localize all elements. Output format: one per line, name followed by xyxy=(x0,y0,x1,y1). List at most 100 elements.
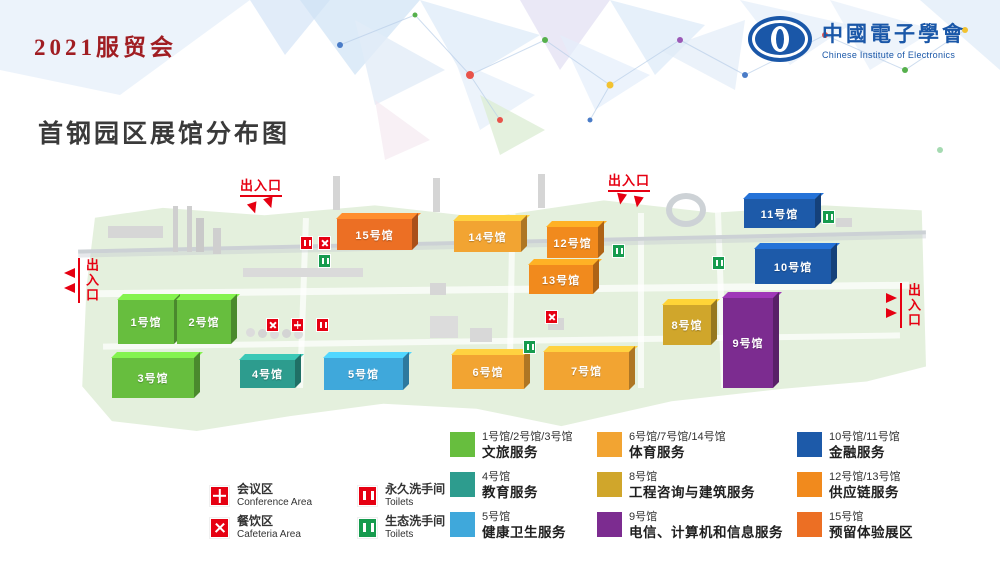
emblem-core xyxy=(771,26,789,52)
legend-halls: 5号馆 xyxy=(482,511,511,523)
legend-color-swatch xyxy=(797,432,822,457)
toilet-icon xyxy=(300,236,313,250)
facility-legend: 会议区 Conference Area 餐饮区 Cafeteria Area 永… xyxy=(210,483,445,541)
facility-label-en: Conference Area xyxy=(237,497,313,509)
building-block xyxy=(196,218,204,252)
building-block xyxy=(213,228,221,254)
legend-service: 健康卫生服务 xyxy=(482,524,566,540)
building-block xyxy=(243,268,363,277)
facility-label-en: Toilets xyxy=(385,497,414,509)
cooling-tower xyxy=(666,193,706,227)
building-block xyxy=(836,218,852,227)
logo-name-en: Chinese Institute of Electronics xyxy=(822,50,956,60)
eco-toilet-icon xyxy=(358,518,378,538)
legend-conference: 会议区 Conference Area xyxy=(210,483,312,509)
legend-category: 15号馆 预留体验展区 xyxy=(797,511,965,551)
facility-label-cn: 餐饮区 xyxy=(237,514,274,529)
entrance-label: 出入口 xyxy=(608,170,651,192)
building-block xyxy=(470,328,492,342)
hall-9: 9号馆 xyxy=(723,298,773,388)
legend-halls: 10号馆/11号馆 xyxy=(829,431,900,443)
hall-13: 13号馆 xyxy=(529,265,593,294)
crane-structure xyxy=(173,206,178,252)
event-title: 2021服贸会 xyxy=(34,35,177,60)
legend-category: 10号馆/11号馆 金融服务 xyxy=(797,431,965,471)
building-block xyxy=(430,283,446,295)
legend-halls: 6号馆/7号馆/14号馆 xyxy=(629,431,726,443)
hall-12: 12号馆 xyxy=(547,227,598,258)
toilet-icon xyxy=(358,486,378,506)
facility-legend-col: 永久洗手间 Toilets 生态洗手间 Toilets xyxy=(358,483,445,541)
eco-toilet-icon xyxy=(712,256,725,270)
eco-toilet-icon xyxy=(612,244,625,258)
facility-label-en: Cafeteria Area xyxy=(237,529,301,541)
legend-color-swatch xyxy=(597,512,622,537)
legend-category: 8号馆 工程咨询与建筑服务 xyxy=(597,471,797,511)
legend-service: 体育服务 xyxy=(629,444,685,460)
conference-icon xyxy=(210,486,229,506)
building-block xyxy=(108,226,163,238)
legend-category: 6号馆/7号馆/14号馆 体育服务 xyxy=(597,431,797,471)
legend-service: 预留体验展区 xyxy=(829,524,913,540)
legend-service: 工程咨询与建筑服务 xyxy=(629,484,755,500)
legend-category: 4号馆 教育服务 xyxy=(450,471,597,511)
hall-6: 6号馆 xyxy=(452,355,524,389)
legend-service: 电信、计算机和信息服务 xyxy=(629,524,783,540)
hall-15: 15号馆 xyxy=(337,219,412,250)
hall-8: 8号馆 xyxy=(663,305,711,345)
hall-10: 10号馆 xyxy=(755,249,831,284)
entrance-arrows-icon xyxy=(64,268,75,293)
tank-row xyxy=(246,328,255,337)
facility-label-en: Toilets xyxy=(385,529,414,541)
organization-logo: 中國電子學會 Chinese Institute of Electronics xyxy=(748,16,966,62)
entrance-arrows-icon xyxy=(614,192,644,209)
legend-color-swatch xyxy=(597,432,622,457)
legend-toilet-eco: 生态洗手间 Toilets xyxy=(358,515,445,541)
legend-toilet-permanent: 永久洗手间 Toilets xyxy=(358,483,445,509)
legend-halls: 4号馆 xyxy=(482,471,511,483)
hall-7: 7号馆 xyxy=(544,352,629,390)
legend-halls: 8号馆 xyxy=(629,471,658,483)
entrance-top-left: 出入口 xyxy=(240,175,283,215)
entrance-arrows-icon xyxy=(886,293,897,318)
legend-service: 金融服务 xyxy=(829,444,885,460)
page-title: 首钢园区展馆分布图 xyxy=(38,120,291,148)
legend-halls: 1号馆/2号馆/3号馆 xyxy=(482,431,573,443)
legend-color-swatch xyxy=(450,432,475,457)
entrance-label: 出入口 xyxy=(240,175,283,197)
legend-category: 9号馆 电信、计算机和信息服务 xyxy=(597,511,797,551)
cafeteria-icon xyxy=(318,236,331,250)
entrance-right: 出入口 xyxy=(886,283,923,328)
legend-category: 12号馆/13号馆 供应链服务 xyxy=(797,471,965,511)
hall-1: 1号馆 xyxy=(118,300,174,344)
legend-color-swatch xyxy=(450,472,475,497)
hall-5: 5号馆 xyxy=(324,358,403,390)
legend-service: 文旅服务 xyxy=(482,444,538,460)
legend-service: 教育服务 xyxy=(482,484,538,500)
hall-14: 14号馆 xyxy=(454,221,521,252)
eco-toilet-icon xyxy=(822,210,835,224)
road xyxy=(638,213,644,388)
entrance-label: 出入口 xyxy=(78,258,101,303)
hall-11: 11号馆 xyxy=(744,199,815,228)
hall-2: 2号馆 xyxy=(177,300,231,344)
facility-label-cn: 生态洗手间 xyxy=(385,514,446,529)
park-map: 1号馆 2号馆 3号馆 4号馆 5号馆 6号馆 7号馆 8号馆 9号馆 10号馆… xyxy=(78,176,926,436)
toilet-icon xyxy=(316,318,329,332)
logo-name-cn: 中國電子學會 xyxy=(822,22,966,46)
legend-halls: 15号馆 xyxy=(829,511,864,523)
entrance-left: 出入口 xyxy=(64,258,101,303)
eco-toilet-icon xyxy=(523,340,536,354)
facility-label-cn: 永久洗手间 xyxy=(385,482,446,497)
facility-label-cn: 会议区 xyxy=(237,482,274,497)
entrance-label: 出入口 xyxy=(900,283,923,328)
conference-icon xyxy=(291,318,304,332)
legend-color-swatch xyxy=(597,472,622,497)
hall-3: 3号馆 xyxy=(112,358,194,398)
building-block xyxy=(430,316,458,338)
hall-4: 4号馆 xyxy=(240,360,295,388)
cafeteria-icon xyxy=(210,518,229,538)
legend-halls: 12号馆/13号馆 xyxy=(829,471,901,483)
entrance-top-right: 出入口 xyxy=(608,170,651,209)
